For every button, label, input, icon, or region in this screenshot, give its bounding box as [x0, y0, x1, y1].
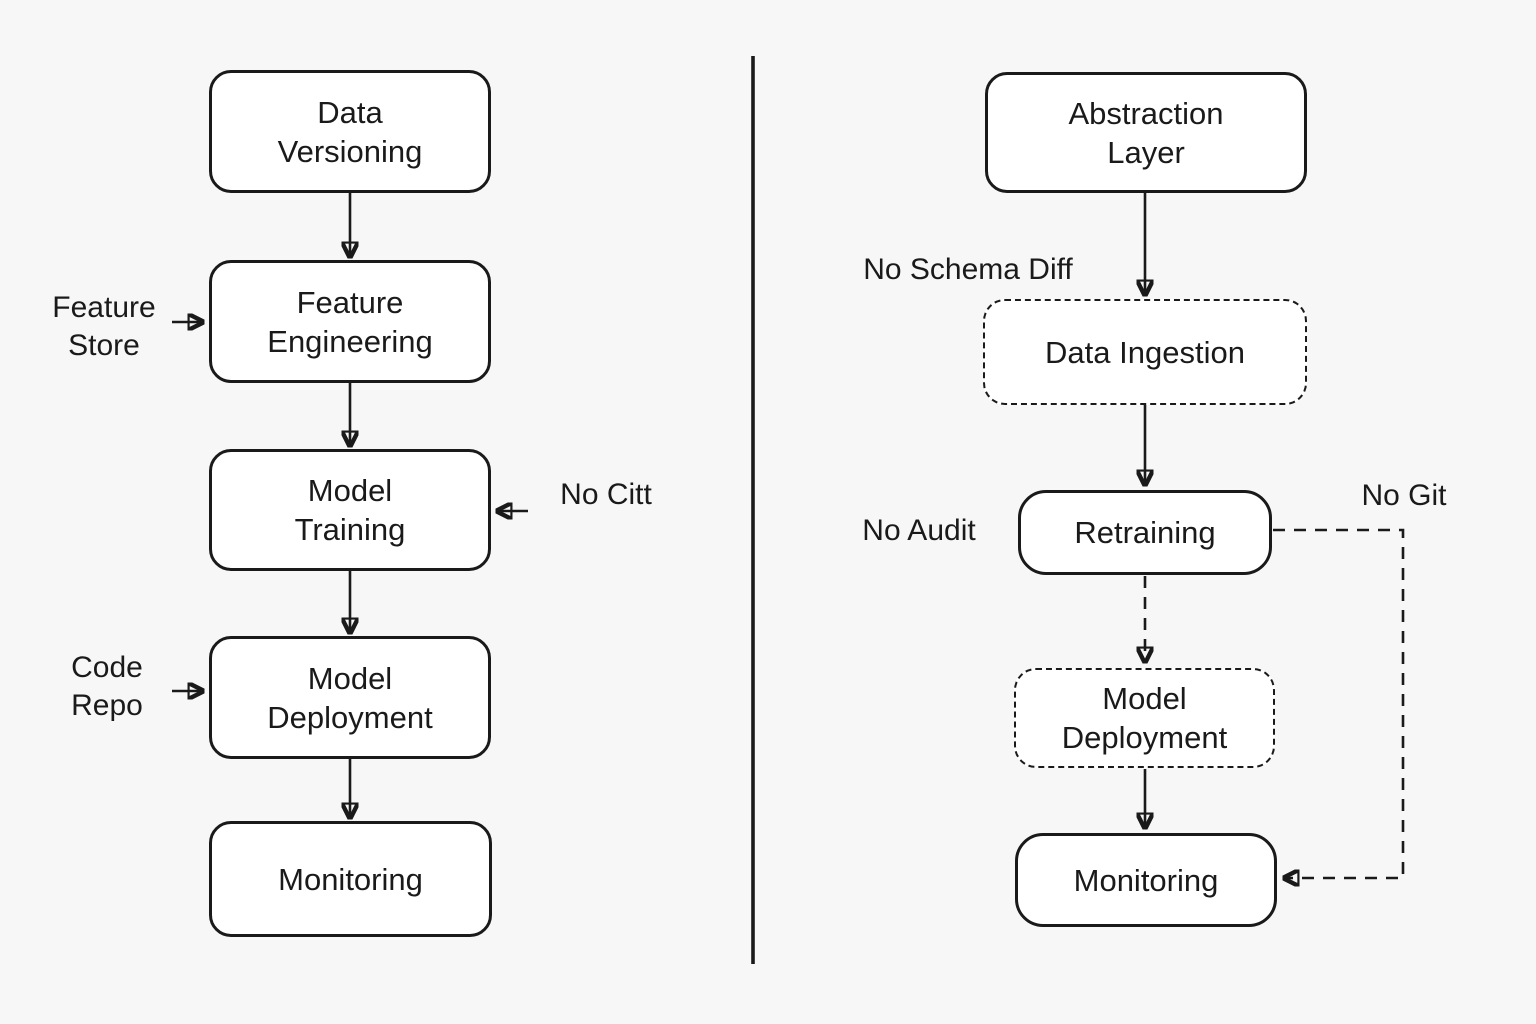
node-label: Monitoring	[1073, 862, 1219, 898]
annotation-no-git: No Git	[1361, 479, 1447, 512]
node-label: Model Deployment	[1061, 681, 1228, 755]
node-label: Model Deployment	[267, 660, 433, 735]
annotation-no-citt: No Citt	[560, 478, 652, 511]
node-label: Retraining	[1074, 515, 1216, 550]
node-label: Model Training	[294, 473, 406, 547]
node-data-ingestion: Data Ingestion	[983, 299, 1307, 405]
edge-retraining-monitoring-loop	[1273, 528, 1405, 878]
node-abstraction-layer: Abstraction Layer	[985, 72, 1307, 193]
annotation-feature-store: Feature Store	[52, 291, 156, 362]
node-label: Data Ingestion	[1045, 334, 1245, 370]
node-label: Abstraction Layer	[1068, 95, 1224, 170]
annotation-code-repo: Code Repo	[71, 651, 143, 722]
node-model-deployment-left: Model Deployment	[209, 636, 491, 759]
annotation-no-schema-diff: No Schema Diff	[863, 253, 1073, 286]
node-monitoring-left: Monitoring	[209, 821, 492, 937]
node-label: Monitoring	[278, 861, 423, 897]
node-data-versioning: Data Versioning	[209, 70, 491, 193]
annotation-no-audit: No Audit	[862, 514, 976, 547]
node-feature-engineering: Feature Engineering	[209, 260, 491, 383]
node-monitoring-right: Monitoring	[1015, 833, 1277, 927]
node-retraining: Retraining	[1018, 490, 1272, 575]
node-label: Data Versioning	[277, 94, 423, 169]
node-label: Feature Engineering	[267, 284, 433, 359]
node-model-deployment-right: Model Deployment	[1014, 668, 1275, 768]
node-model-training: Model Training	[209, 449, 491, 571]
